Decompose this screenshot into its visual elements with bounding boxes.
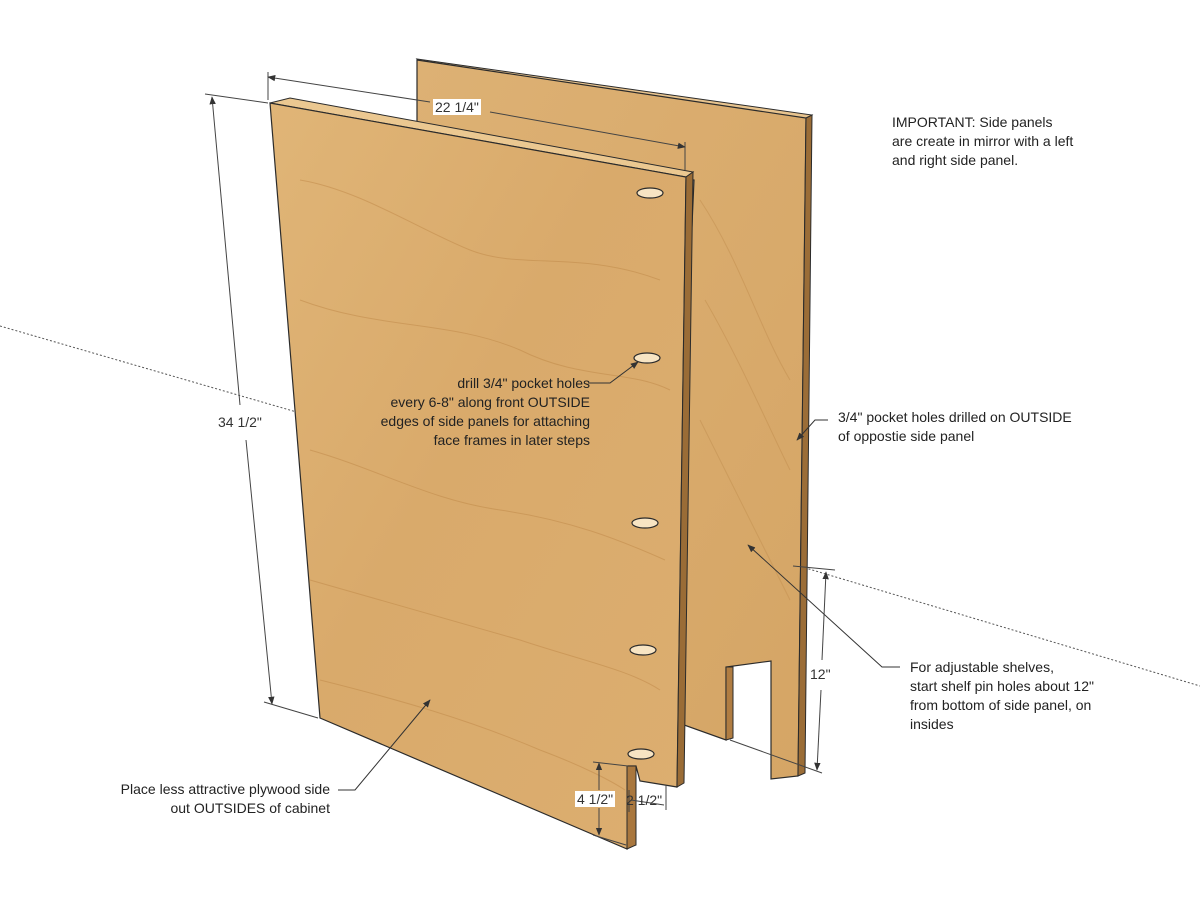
leader-drill [588,361,639,384]
depth-dimension-label: 22 1/4" [433,99,481,115]
pocket-hole-5 [627,748,655,760]
drill-note-line: drill 3/4" pocket holes [457,375,590,391]
leader-plywood [338,699,431,791]
depth-dimension-line [267,72,686,170]
back-panel-toe-kick-edge [725,666,734,741]
drill-note-line: face frames in later steps [433,432,590,448]
pocket-hole-1 [636,187,664,199]
shelf-pin-height-dimension-line [729,565,836,774]
pocket-hole-4 [629,644,657,656]
plywood-side-note: Place less attractive plywood side out O… [80,780,330,818]
opposite-panel-note: 3/4" pocket holes drilled on OUTSIDE of … [838,408,1072,446]
shelves-note-line: For adjustable shelves, [910,659,1054,675]
toe-kick-height-dimension-line [592,761,629,846]
pocket-hole-2 [633,352,661,364]
adjustable-shelves-note: For adjustable shelves, start shelf pin … [910,658,1094,734]
leader-opposite [796,419,828,441]
important-note: IMPORTANT: Side panels are create in mir… [892,113,1073,170]
pocket-hole-3 [631,517,659,529]
opposite-note-line: 3/4" pocket holes drilled on OUTSIDE [838,409,1072,425]
toe-kick-height-dimension-label: 4 1/2" [575,791,616,807]
leader-shelves [747,544,900,668]
leader-lines [338,361,900,791]
shelves-note-line: insides [910,716,954,732]
pocket-holes [627,187,664,760]
plywood-note-line: out OUTSIDES of cabinet [170,800,330,816]
drill-pocket-holes-note: drill 3/4" pocket holes every 6-8" along… [328,374,590,450]
opposite-note-line: of oppostie side panel [838,428,975,444]
height-dimension-line [204,93,319,719]
important-note-line: and right side panel. [892,152,1019,168]
important-note-line: are create in mirror with a left [892,133,1074,149]
shelves-note-line: from bottom of side panel, on [910,697,1092,713]
front-side-panel [269,97,695,850]
front-panel-toe-kick-edge [626,765,637,850]
back-panel-front-edge [797,114,813,777]
toe-kick-depth-dimension-line [628,785,667,812]
front-panel-front-edge [676,171,694,788]
shelves-note-line: start shelf pin holes about 12" [910,678,1094,694]
toe-kick-depth-dimension-label: 2 1/2" [626,792,663,808]
plywood-note-line: Place less attractive plywood side [120,781,330,797]
important-note-line: IMPORTANT: Side panels [892,114,1053,130]
drill-note-line: every 6-8" along front OUTSIDE [390,394,591,410]
perspective-axis-line [0,325,1200,687]
drill-note-line: edges of side panels for attaching [380,413,590,429]
front-panel-face [269,102,687,850]
shelf-pin-height-dimension-label: 12" [808,666,833,682]
height-dimension-label: 34 1/2" [216,414,264,430]
